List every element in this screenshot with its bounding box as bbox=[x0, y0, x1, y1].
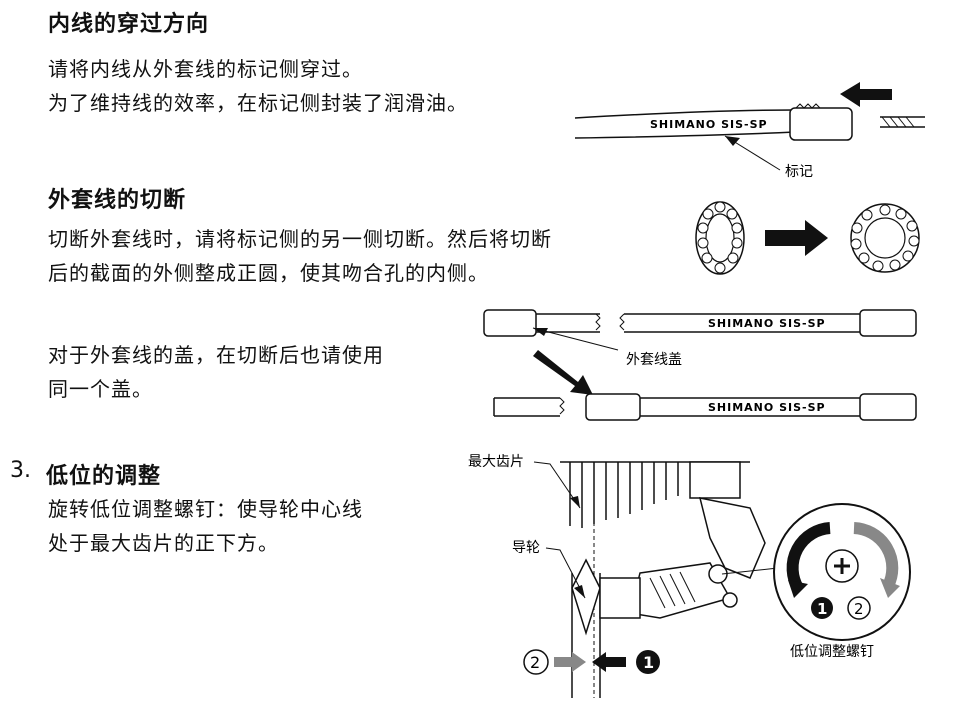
text-line: 旋转低位调整螺钉：使导轮中心线 bbox=[48, 497, 363, 521]
label-low-screw: 低位调整螺钉 bbox=[790, 644, 874, 660]
label-mark: 标记 bbox=[785, 164, 813, 180]
step-one-badge: 1 bbox=[643, 653, 654, 672]
text-line: 请将内线从外套线的标记侧穿过。 bbox=[48, 57, 363, 81]
step-two-badge: 2 bbox=[854, 600, 864, 618]
step-one-badge: 1 bbox=[817, 600, 827, 618]
label-cap: 外套线盖 bbox=[626, 352, 682, 368]
text-line: 同一个盖。 bbox=[48, 377, 153, 401]
cable-brand-mark: SHIMANO SIS-SP bbox=[708, 401, 826, 414]
section-title-low-adjust: 低位的调整 bbox=[46, 464, 162, 489]
cut-shape-figure bbox=[695, 201, 920, 275]
step-two-badge: 2 bbox=[530, 653, 540, 672]
text-line: 后的截面的外侧整成正圆，使其吻合孔的内侧。 bbox=[48, 261, 489, 285]
inner-wire-figure: SHIMANO SIS-SP 标记 bbox=[574, 82, 925, 180]
derailleur-figure: 最大齿片 导轮 2 1 1 2 低位调整螺钉 bbox=[468, 454, 911, 698]
cable-brand-mark: SHIMANO SIS-SP bbox=[650, 118, 768, 131]
cable-brand-mark: SHIMANO SIS-SP bbox=[708, 317, 826, 330]
text-line: 为了维持线的效率，在标记侧封装了润滑油。 bbox=[48, 91, 468, 115]
label-largest-sprocket: 最大齿片 bbox=[468, 454, 524, 470]
text-line: 对于外套线的盖，在切断后也请使用 bbox=[48, 343, 384, 367]
section-title-inner-wire: 内线的穿过方向 bbox=[48, 12, 210, 37]
step-number: 3. bbox=[10, 458, 31, 483]
section-title-casing-cut: 外套线的切断 bbox=[48, 188, 187, 213]
text-line: 切断外套线时，请将标记侧的另一侧切断。然后将切断 bbox=[48, 227, 552, 251]
text-line: 处于最大齿片的正下方。 bbox=[48, 531, 279, 555]
cap-reuse-figure: SHIMANO SIS-SP 外套线盖 SHIMANO SIS-SP bbox=[483, 309, 917, 421]
label-guide-pulley: 导轮 bbox=[512, 540, 540, 556]
